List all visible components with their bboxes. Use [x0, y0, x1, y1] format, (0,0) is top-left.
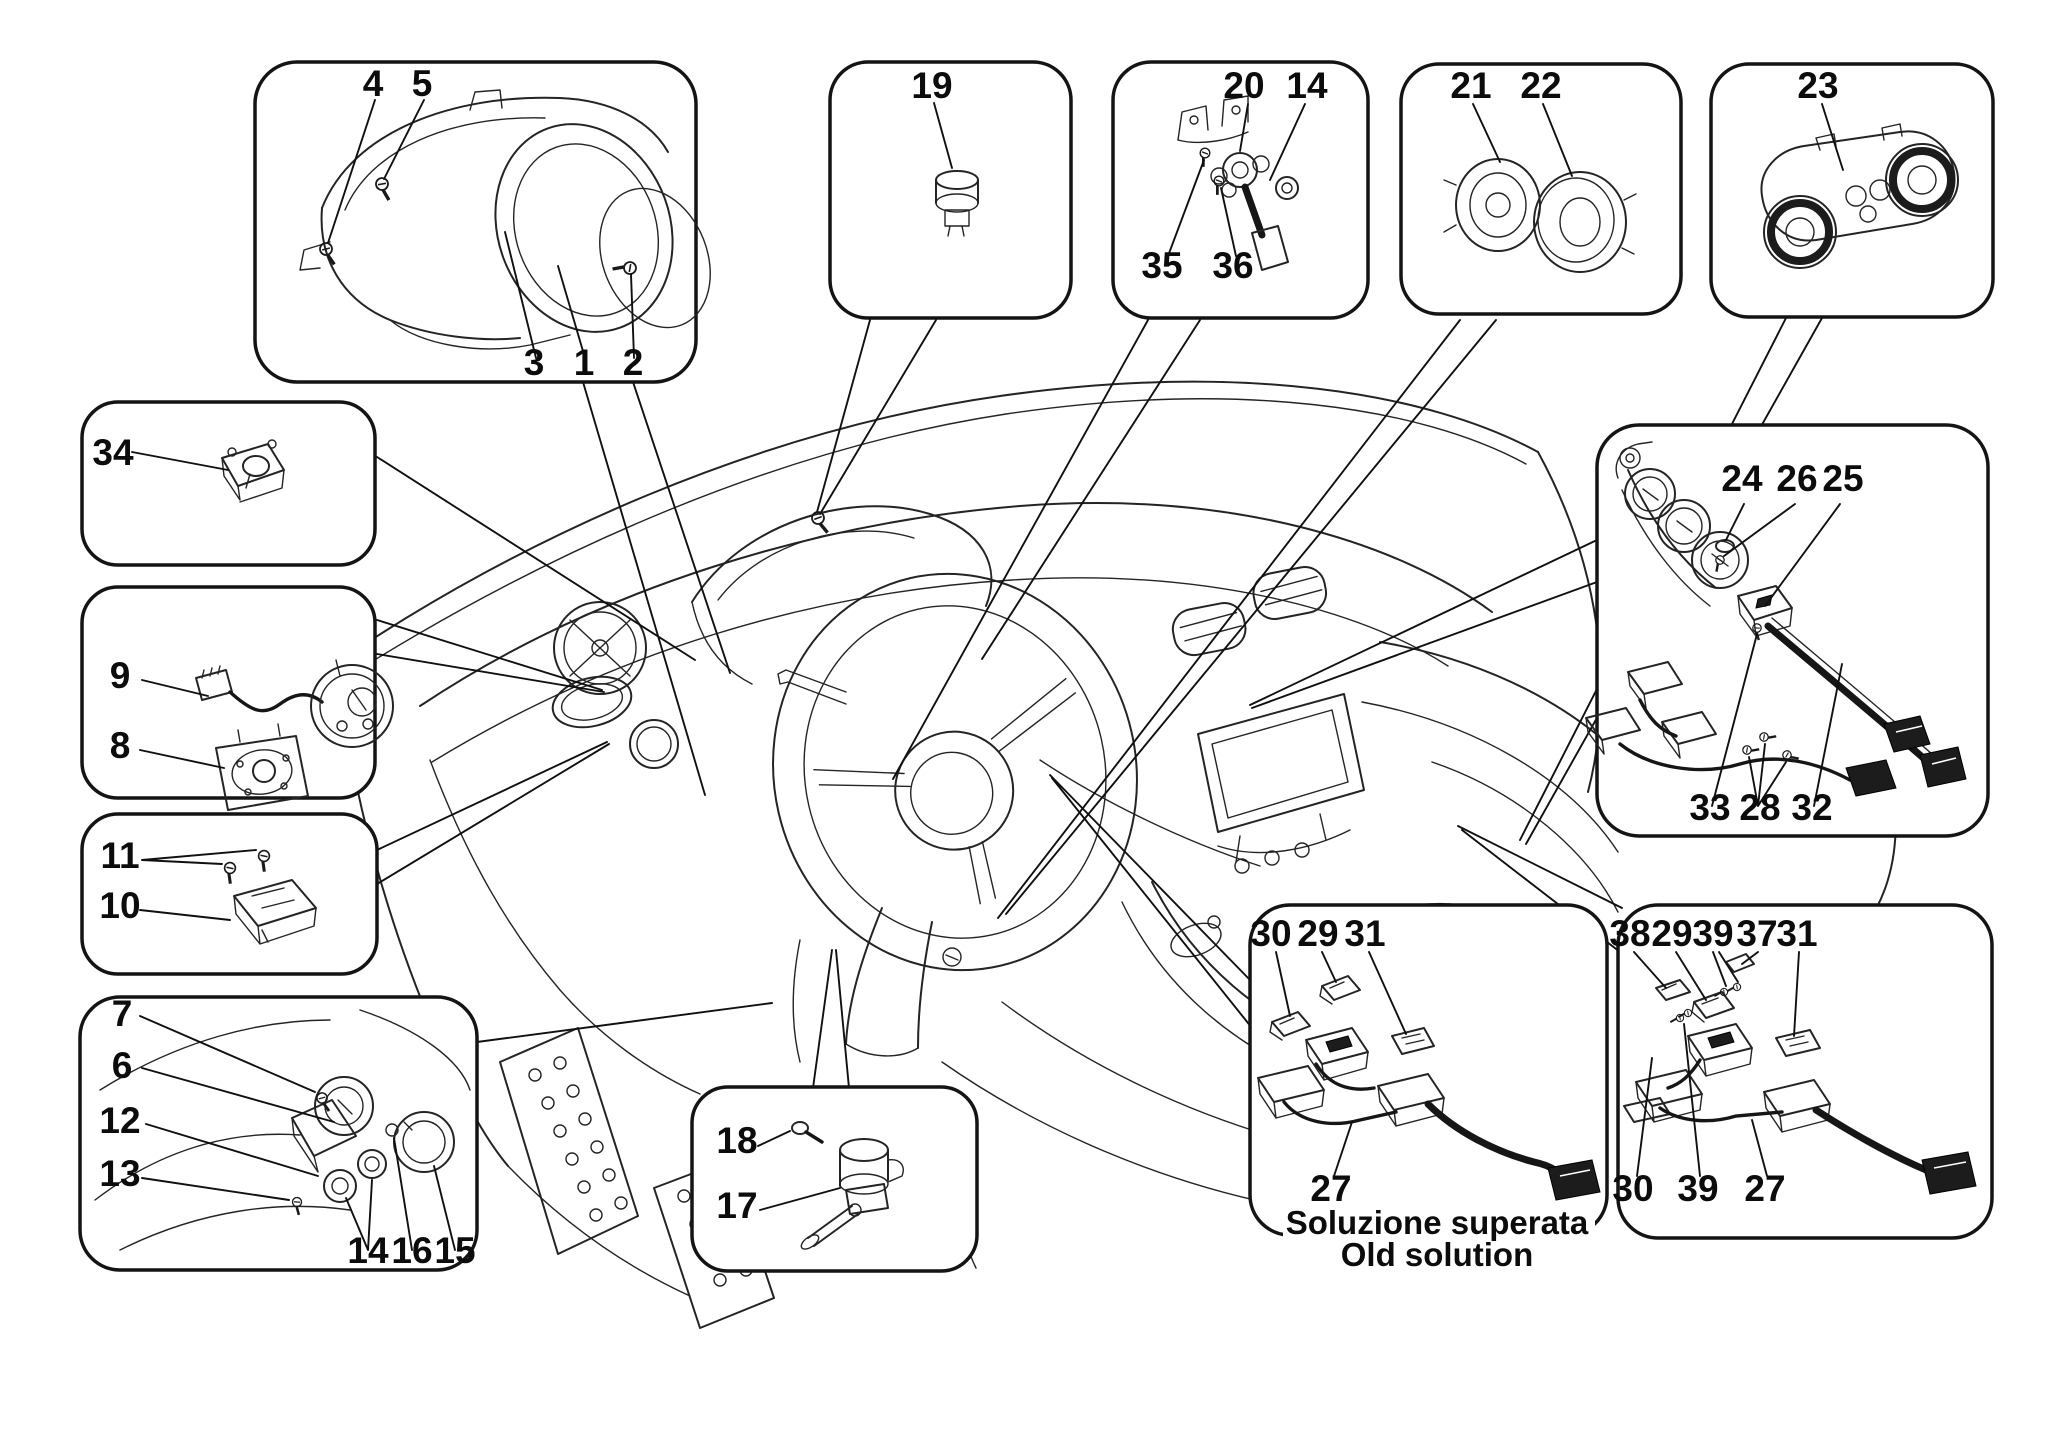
callout-36: 36 [1212, 245, 1253, 286]
callout-3: 3 [524, 342, 545, 383]
callout-35: 35 [1141, 245, 1182, 286]
callout-13: 13 [99, 1153, 140, 1194]
switch-34-illustration [221, 439, 285, 503]
callout-18: 18 [716, 1120, 757, 1161]
cluster-leader-lines [327, 99, 635, 359]
actuator-leader-lines [757, 1130, 841, 1211]
switch-10-leader-lines [139, 849, 257, 921]
panel-actuator: 18 17 [690, 1085, 979, 1273]
old-leader-lines [1275, 951, 1407, 1177]
new-harness-illustration [1623, 953, 1977, 1195]
panel-climate-control: 23 [1709, 62, 1995, 319]
climate-control-illustration [1760, 123, 1959, 269]
switch-10-illustration [220, 848, 317, 945]
panel-console-harness: 24 26 25 33 28 32 [1585, 423, 1990, 838]
gauge-leader-lines [139, 679, 225, 769]
harness-leader-lines [1711, 503, 1843, 807]
callout-30b: 30 [1612, 1168, 1653, 1209]
instrument-cluster-illustration [299, 89, 711, 350]
callout-30: 30 [1250, 913, 1291, 954]
caption-line-italian: Soluzione superata [1286, 1204, 1589, 1241]
callout-33: 33 [1689, 787, 1730, 828]
panel-instrument-cluster: 4 5 3 1 2 [253, 60, 711, 384]
old-solution-caption: Soluzione superata Old solution [1283, 1204, 1595, 1273]
headlight-switch-illustration [215, 723, 309, 811]
gauge-with-cable-illustration [195, 659, 394, 748]
callout-32: 32 [1791, 787, 1832, 828]
callout-20: 20 [1223, 65, 1264, 106]
callout-31b: 31 [1776, 913, 1817, 954]
callout-9: 9 [110, 655, 131, 696]
callout-16: 16 [391, 1230, 432, 1271]
callout-19: 19 [911, 65, 952, 106]
actuator-illustration [791, 1121, 904, 1250]
callout-2: 2 [623, 342, 644, 383]
callout-21: 21 [1450, 65, 1491, 106]
callout-8: 8 [110, 725, 131, 766]
console-switch-gauges-illustration [1585, 441, 1967, 797]
callout-25: 25 [1822, 458, 1863, 499]
callout-29b: 29 [1651, 913, 1692, 954]
callout-27: 27 [1310, 1168, 1351, 1209]
bulb-illustration [935, 170, 979, 237]
panel-switch-10: 11 10 [80, 812, 379, 976]
bulb-leader-line [933, 102, 953, 169]
switch-34-leader-line [131, 451, 229, 471]
panel-gauge-and-switch: 9 8 [80, 585, 394, 811]
panel-new-solution: 38 29 39 37 31 30 39 27 [1609, 903, 1994, 1240]
ignition-leader-lines [139, 1015, 456, 1251]
new-leader-lines [1633, 951, 1800, 1177]
rotary-leader-lines [1472, 103, 1573, 177]
ignition-background-lines [94, 1009, 471, 1251]
callout-4: 4 [363, 63, 384, 104]
leader-lines-external [376, 317, 1823, 1089]
callout-6: 6 [112, 1045, 133, 1086]
panel-bulb-switch: 19 [828, 60, 1073, 320]
old-harness-illustration [1257, 975, 1601, 1201]
panel-steering-sensor: 20 14 35 36 [1111, 60, 1370, 320]
callout-24: 24 [1721, 458, 1763, 499]
panel-old-solution: 30 29 31 27 [1248, 903, 1609, 1237]
callout-39: 39 [1692, 913, 1733, 954]
sensor-leader-lines [1167, 103, 1306, 257]
climate-leader-line [1821, 103, 1844, 171]
callout-11: 11 [100, 835, 139, 876]
callout-23: 23 [1797, 65, 1838, 106]
callout-29: 29 [1297, 913, 1338, 954]
callout-12: 12 [99, 1100, 140, 1141]
callout-10: 10 [99, 885, 140, 926]
callout-34: 34 [92, 432, 134, 473]
panel-ignition: 7 6 12 13 14 16 15 [78, 993, 479, 1272]
callout-22: 22 [1520, 65, 1561, 106]
panel-rotary-switches: 21 22 [1399, 62, 1683, 316]
callout-27b: 27 [1744, 1168, 1785, 1209]
callout-38: 38 [1609, 913, 1650, 954]
callout-5: 5 [412, 63, 433, 104]
callout-14b: 14 [347, 1230, 389, 1271]
callout-28: 28 [1739, 787, 1780, 828]
callout-31: 31 [1344, 913, 1385, 954]
callout-39b: 39 [1677, 1168, 1718, 1209]
callout-26: 26 [1776, 458, 1817, 499]
callout-37: 37 [1736, 913, 1777, 954]
callout-1: 1 [574, 342, 595, 383]
callout-7: 7 [112, 993, 133, 1034]
caption-line-english: Old solution [1341, 1236, 1533, 1273]
callout-15: 15 [434, 1230, 475, 1271]
callout-17: 17 [716, 1185, 757, 1226]
callout-14: 14 [1286, 65, 1328, 106]
panel-switch-34: 34 [80, 400, 377, 567]
